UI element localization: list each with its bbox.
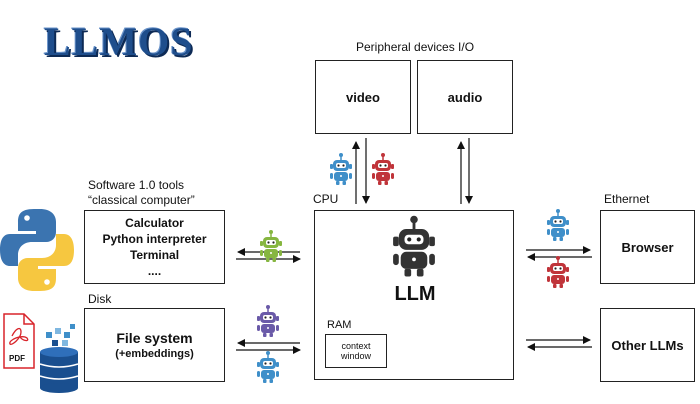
- robot-blue-icon: [546, 208, 570, 242]
- pdf-file-icon: PDF: [3, 313, 35, 369]
- page-title: LLMOS: [44, 19, 194, 64]
- file-system-sublabel: (+embeddings): [115, 348, 194, 360]
- tool-ellipsis: ....: [147, 264, 162, 278]
- software-heading-line1: Software 1.0 tools: [88, 178, 185, 192]
- robot-blue-icon: [256, 350, 280, 384]
- database-icon: [39, 324, 79, 393]
- tool-calculator: Calculator: [125, 216, 184, 230]
- ram-line1: context: [341, 341, 371, 351]
- video-box: video: [315, 60, 411, 134]
- robot-red-icon: [371, 152, 395, 186]
- pdf-icon-label: PDF: [9, 354, 25, 363]
- browser-label: Browser: [621, 239, 674, 255]
- other-llms-label: Other LLMs: [611, 337, 684, 353]
- software-tools-box: Calculator Python interpreter Terminal .…: [84, 210, 225, 284]
- ram-line2: window: [340, 351, 371, 361]
- robot-green-icon: [259, 229, 283, 263]
- file-system-box: File system (+embeddings): [84, 308, 225, 382]
- robot-purple-icon: [256, 304, 280, 338]
- software-heading-line2: “classical computer”: [88, 193, 195, 207]
- file-system-label: File system: [116, 330, 193, 346]
- video-label: video: [346, 89, 380, 105]
- audio-label: audio: [447, 89, 483, 105]
- robot-red-icon: [546, 255, 570, 289]
- cpu-heading: CPU: [313, 192, 339, 206]
- llm-label: LLM: [394, 283, 436, 305]
- audio-box: audio: [417, 60, 513, 134]
- llm-robot-icon: [391, 214, 437, 278]
- python-logo-icon: [0, 209, 74, 291]
- tool-python-interpreter: Python interpreter: [102, 232, 207, 246]
- tool-terminal: Terminal: [129, 248, 180, 262]
- other-llms-box: Other LLMs: [600, 308, 695, 382]
- peripheral-heading: Peripheral devices I/O: [356, 40, 475, 54]
- ram-heading: RAM: [327, 319, 352, 331]
- robot-blue-icon: [329, 152, 353, 186]
- ram-box: context window: [325, 334, 387, 368]
- browser-box: Browser: [600, 210, 695, 284]
- disk-heading: Disk: [88, 292, 112, 306]
- ethernet-heading: Ethernet: [604, 192, 650, 206]
